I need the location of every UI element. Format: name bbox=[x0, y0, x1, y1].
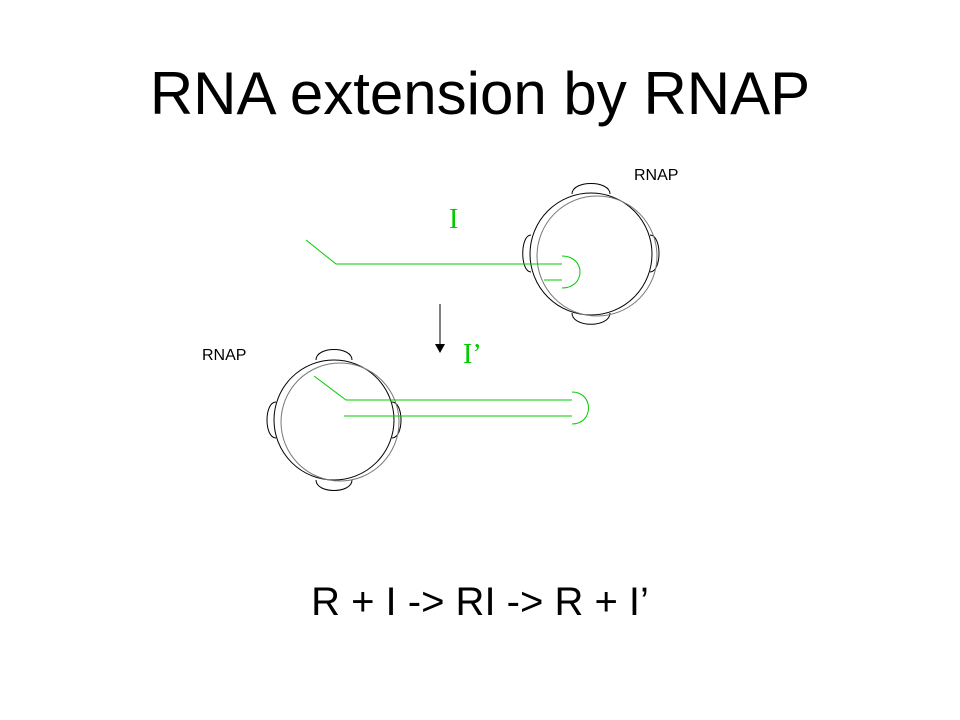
bottom-rnap-bump-left bbox=[266, 401, 277, 439]
bottom-rnap-bump-bottom bbox=[315, 479, 353, 491]
reaction-arrow bbox=[435, 304, 445, 353]
extended-rna-label: I’ bbox=[463, 339, 482, 370]
bottom-rnap-polymerase bbox=[266, 349, 402, 491]
reaction-equation: R + I -> RI -> R + I’ bbox=[311, 580, 649, 624]
top-strand-upper bbox=[305, 239, 562, 265]
top-rnap-bump-top bbox=[571, 183, 611, 195]
top-rnap-polymerase bbox=[522, 183, 660, 325]
top-strand-loop bbox=[561, 255, 581, 289]
slide-title: RNA extension by RNAP bbox=[149, 60, 811, 127]
bottom-rnap-label: RNAP bbox=[202, 347, 246, 364]
reaction-arrow-head bbox=[435, 344, 445, 353]
top-rnap-outer-circle bbox=[529, 192, 653, 316]
initial-rna-label: I bbox=[449, 204, 458, 235]
bottom-strand-loop bbox=[571, 391, 589, 425]
top-rnap-bump-left bbox=[522, 234, 532, 273]
top-rnap-inner-circle bbox=[536, 195, 658, 317]
bottom-rna-strands bbox=[313, 375, 589, 425]
top-rnap-label: RNAP bbox=[634, 167, 678, 184]
bottom-rnap-outer-circle bbox=[273, 359, 395, 481]
bottom-strand-upper bbox=[313, 375, 572, 401]
bottom-rnap-inner-circle bbox=[280, 362, 400, 482]
top-rna-strands bbox=[305, 239, 581, 289]
bottom-rnap-bump-top bbox=[315, 349, 353, 361]
